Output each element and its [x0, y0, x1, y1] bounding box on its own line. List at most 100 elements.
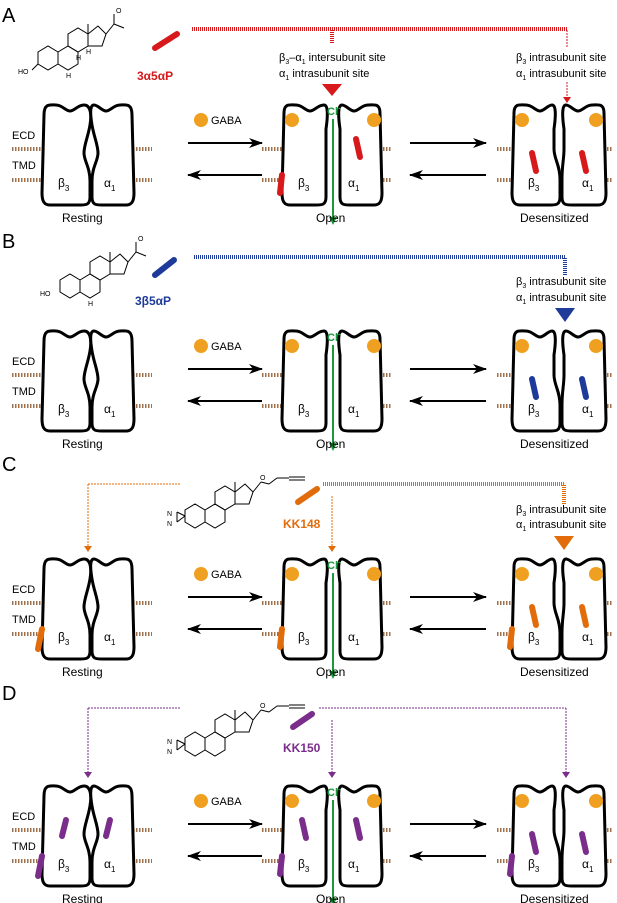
chloride-label: Cl-: [327, 557, 341, 572]
chem-h-a3: H: [86, 49, 91, 56]
site-des-c-line2: α1 intrasubunit site: [516, 519, 606, 533]
steroid-intra-beta-des: [529, 376, 539, 400]
chem-n-d2: N: [167, 749, 172, 756]
chem-ho-a: HO: [18, 69, 29, 76]
steroid-bar-d: [290, 711, 315, 730]
alpha1-label-open: α1: [348, 857, 360, 874]
beta3-subunit-desensitized: [510, 557, 562, 661]
gaba-dot-open-alpha: [367, 113, 381, 127]
gaba-dot-legend: [194, 794, 208, 808]
steroid-label-d: KK150: [283, 741, 321, 755]
chem-h-a1: H: [66, 73, 71, 80]
gaba-label: GABA: [211, 115, 242, 127]
gaba-label: GABA: [211, 341, 242, 353]
state-label-desensitized: Desensitized: [520, 665, 589, 679]
alpha1-subunit-resting: [89, 784, 136, 888]
beta3-label-resting: β3: [58, 857, 70, 874]
steroid-intra-beta-des: [529, 831, 539, 855]
steroid-intra-beta-des: [529, 604, 539, 628]
site-des-c-line1: β3 intrasubunit site: [516, 504, 606, 518]
steroid-tmd-edge-des: [507, 853, 515, 877]
alpha1-label-open: α1: [348, 176, 360, 193]
steroid-label-a: 3α5αP: [137, 69, 173, 83]
tmd-label: TMD: [12, 386, 36, 398]
gaba-dot-open-beta: [285, 339, 299, 353]
panel-d: D N N O KK150: [2, 683, 570, 778]
alpha1-subunit-resting: [89, 557, 136, 661]
alpha1-label-resting: α1: [104, 857, 116, 874]
gaba-label: GABA: [211, 569, 242, 581]
state-label-resting: Resting: [62, 665, 103, 679]
beta3-label-desensitized: β3: [528, 630, 540, 647]
steroid-intra-alpha-des: [579, 831, 589, 855]
ecd-label: ECD: [12, 811, 35, 823]
gaba-label: GABA: [211, 796, 242, 808]
steroid-intra-alpha-des: [579, 376, 589, 400]
beta3-label-open: β3: [298, 402, 310, 419]
tmd-label: TMD: [12, 841, 36, 853]
state-label-resting: Resting: [62, 437, 103, 451]
steroid-tmd-edge-open: [277, 853, 285, 877]
site-arrow-b-des: [555, 308, 575, 322]
alpha1-label-desensitized: α1: [582, 857, 594, 874]
steroid-bar-b: [152, 257, 177, 278]
steroid-intra-alpha-open: [353, 817, 363, 841]
steroid-structure-d: N N O: [167, 703, 305, 757]
panel-b: B HO O H 3β5αP β3 intrasubunit site α1 i…: [2, 231, 606, 322]
gaba-dot-des-alpha: [589, 113, 603, 127]
site-des-b-line1: β3 intrasubunit site: [516, 276, 606, 290]
steroid-structure-a: HO O H H H: [18, 8, 125, 80]
steroid-bar-c: [295, 486, 320, 505]
beta3-subunit-open: [280, 103, 329, 207]
beta3-subunit-open: [280, 557, 329, 661]
alpha1-label-desensitized: α1: [582, 402, 594, 419]
beta3-label-open: β3: [298, 630, 310, 647]
gaba-dot-des-alpha: [589, 339, 603, 353]
site-des-a-line1: β3 intrasubunit site: [516, 52, 606, 66]
beta3-label-desensitized: β3: [528, 402, 540, 419]
panel-a: A HO O H H H 3α5αP β3–α1 intersubunit si…: [2, 5, 606, 103]
steroid-intra-beta-des: [529, 150, 539, 174]
beta3-label-desensitized: β3: [528, 176, 540, 193]
panel-c: C N N O KK148 β3 intrasubunit site α1 in…: [2, 454, 606, 552]
beta3-subunit-resting: [40, 329, 93, 433]
gaba-dot-des-alpha: [589, 794, 603, 808]
steroid-intra-beta-open: [299, 817, 309, 841]
site-arrow-c-des: [554, 536, 574, 550]
beta3-subunit-resting: [40, 103, 93, 207]
state-label-desensitized: Desensitized: [520, 437, 589, 451]
site-des-a-line2: α1 intrasubunit site: [516, 68, 606, 82]
gaba-dot-open-alpha: [367, 339, 381, 353]
alpha1-label-desensitized: α1: [582, 630, 594, 647]
site-arrow-a-open: [322, 84, 342, 96]
chloride-label: Cl-: [327, 329, 341, 344]
state-label-resting: Resting: [62, 892, 103, 903]
state-label-open: Open: [316, 665, 345, 679]
state-label-desensitized: Desensitized: [520, 211, 589, 225]
beta3-subunit-resting: [40, 557, 93, 661]
state-label-resting: Resting: [62, 211, 103, 225]
alpha1-subunit-open: [337, 329, 384, 433]
site-des-b-line2: α1 intrasubunit site: [516, 292, 606, 306]
panel-letter-b: B: [2, 231, 15, 253]
gaba-dot-des-beta: [515, 339, 529, 353]
gaba-dot-des-beta: [515, 794, 529, 808]
gaba-dot-open-alpha: [367, 794, 381, 808]
chem-h-b1: H: [88, 301, 93, 308]
beta3-subunit-open: [280, 329, 329, 433]
gaba-dot-open-beta: [285, 113, 299, 127]
panel-letter-a: A: [2, 5, 16, 27]
state-label-open: Open: [316, 892, 345, 903]
chloride-label: Cl-: [327, 784, 341, 799]
